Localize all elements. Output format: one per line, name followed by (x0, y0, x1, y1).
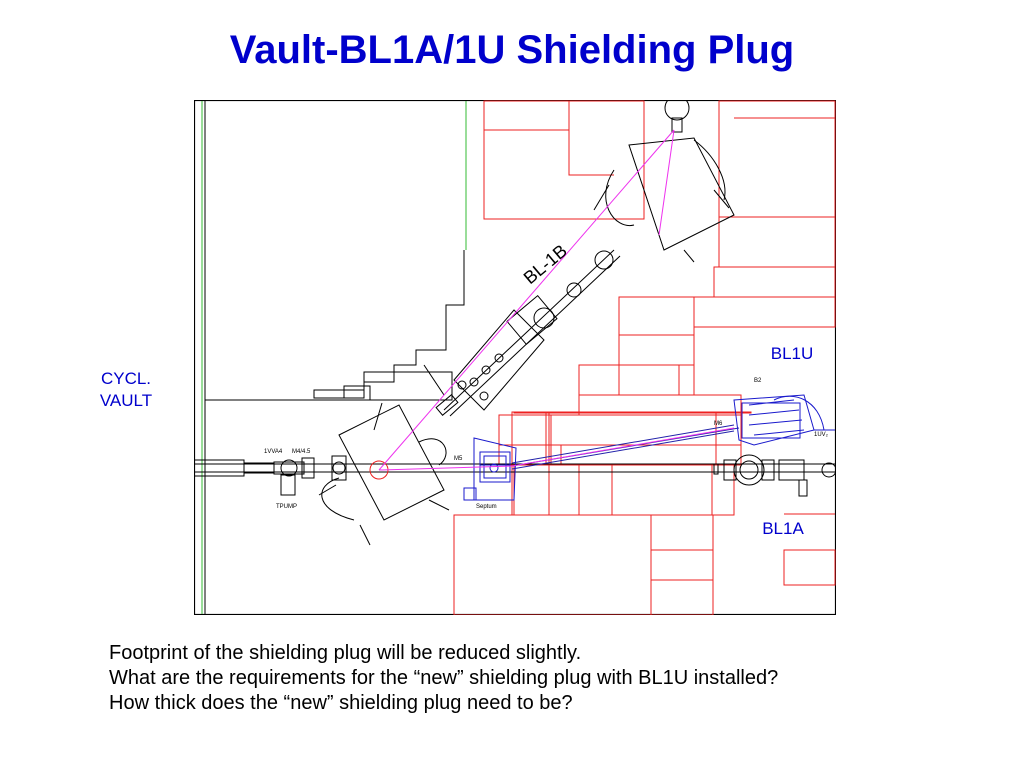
m5-label: M5 (454, 456, 463, 462)
septum-label: Septum (476, 504, 497, 510)
note-line: What are the requirements for the “new” … (109, 667, 779, 689)
bl1b-beamline (423, 249, 621, 417)
vva4-label: 1VVA4 (264, 449, 283, 455)
cycl-line-2: VAULT (99, 391, 153, 410)
bl1a-beamline (194, 454, 836, 497)
cycl-line-1: CYCL. (100, 369, 152, 388)
drawing-frame (194, 100, 836, 615)
note-line: How thick does the “new” shielding plug … (109, 692, 573, 714)
extraction-magnet (318, 402, 450, 546)
beam-path (378, 129, 735, 471)
bl1a-label: BL1A (762, 519, 804, 538)
shielding-blocks (453, 100, 836, 615)
bl1u-label: BL1U (770, 344, 814, 363)
beamline-layout-drawing: BL-1B 1VVA4 M4/4.5 TPUMP M5 Septum M6 B2… (194, 100, 836, 615)
notes-block: Footprint of the shielding plug will be … (109, 641, 778, 716)
note-line: Footprint of the shielding plug will be … (109, 642, 582, 664)
bl1u-endstation (733, 394, 835, 446)
vault-wall-lines (201, 101, 467, 614)
b2-label: B2 (754, 378, 762, 384)
uv-label: 1UV₂ (814, 432, 829, 438)
vault-outline (204, 101, 453, 614)
m6-label: M6 (714, 421, 723, 427)
m4-label: M4/4.5 (292, 449, 311, 455)
slide-title: Vault-BL1A/1U Shielding Plug (229, 28, 795, 72)
cyclotron-vault-label: CYCL. VAULT (80, 368, 172, 412)
vault-step-outline (314, 250, 465, 399)
tpump-label: TPUMP (276, 504, 297, 510)
septum-magnet (463, 437, 517, 501)
